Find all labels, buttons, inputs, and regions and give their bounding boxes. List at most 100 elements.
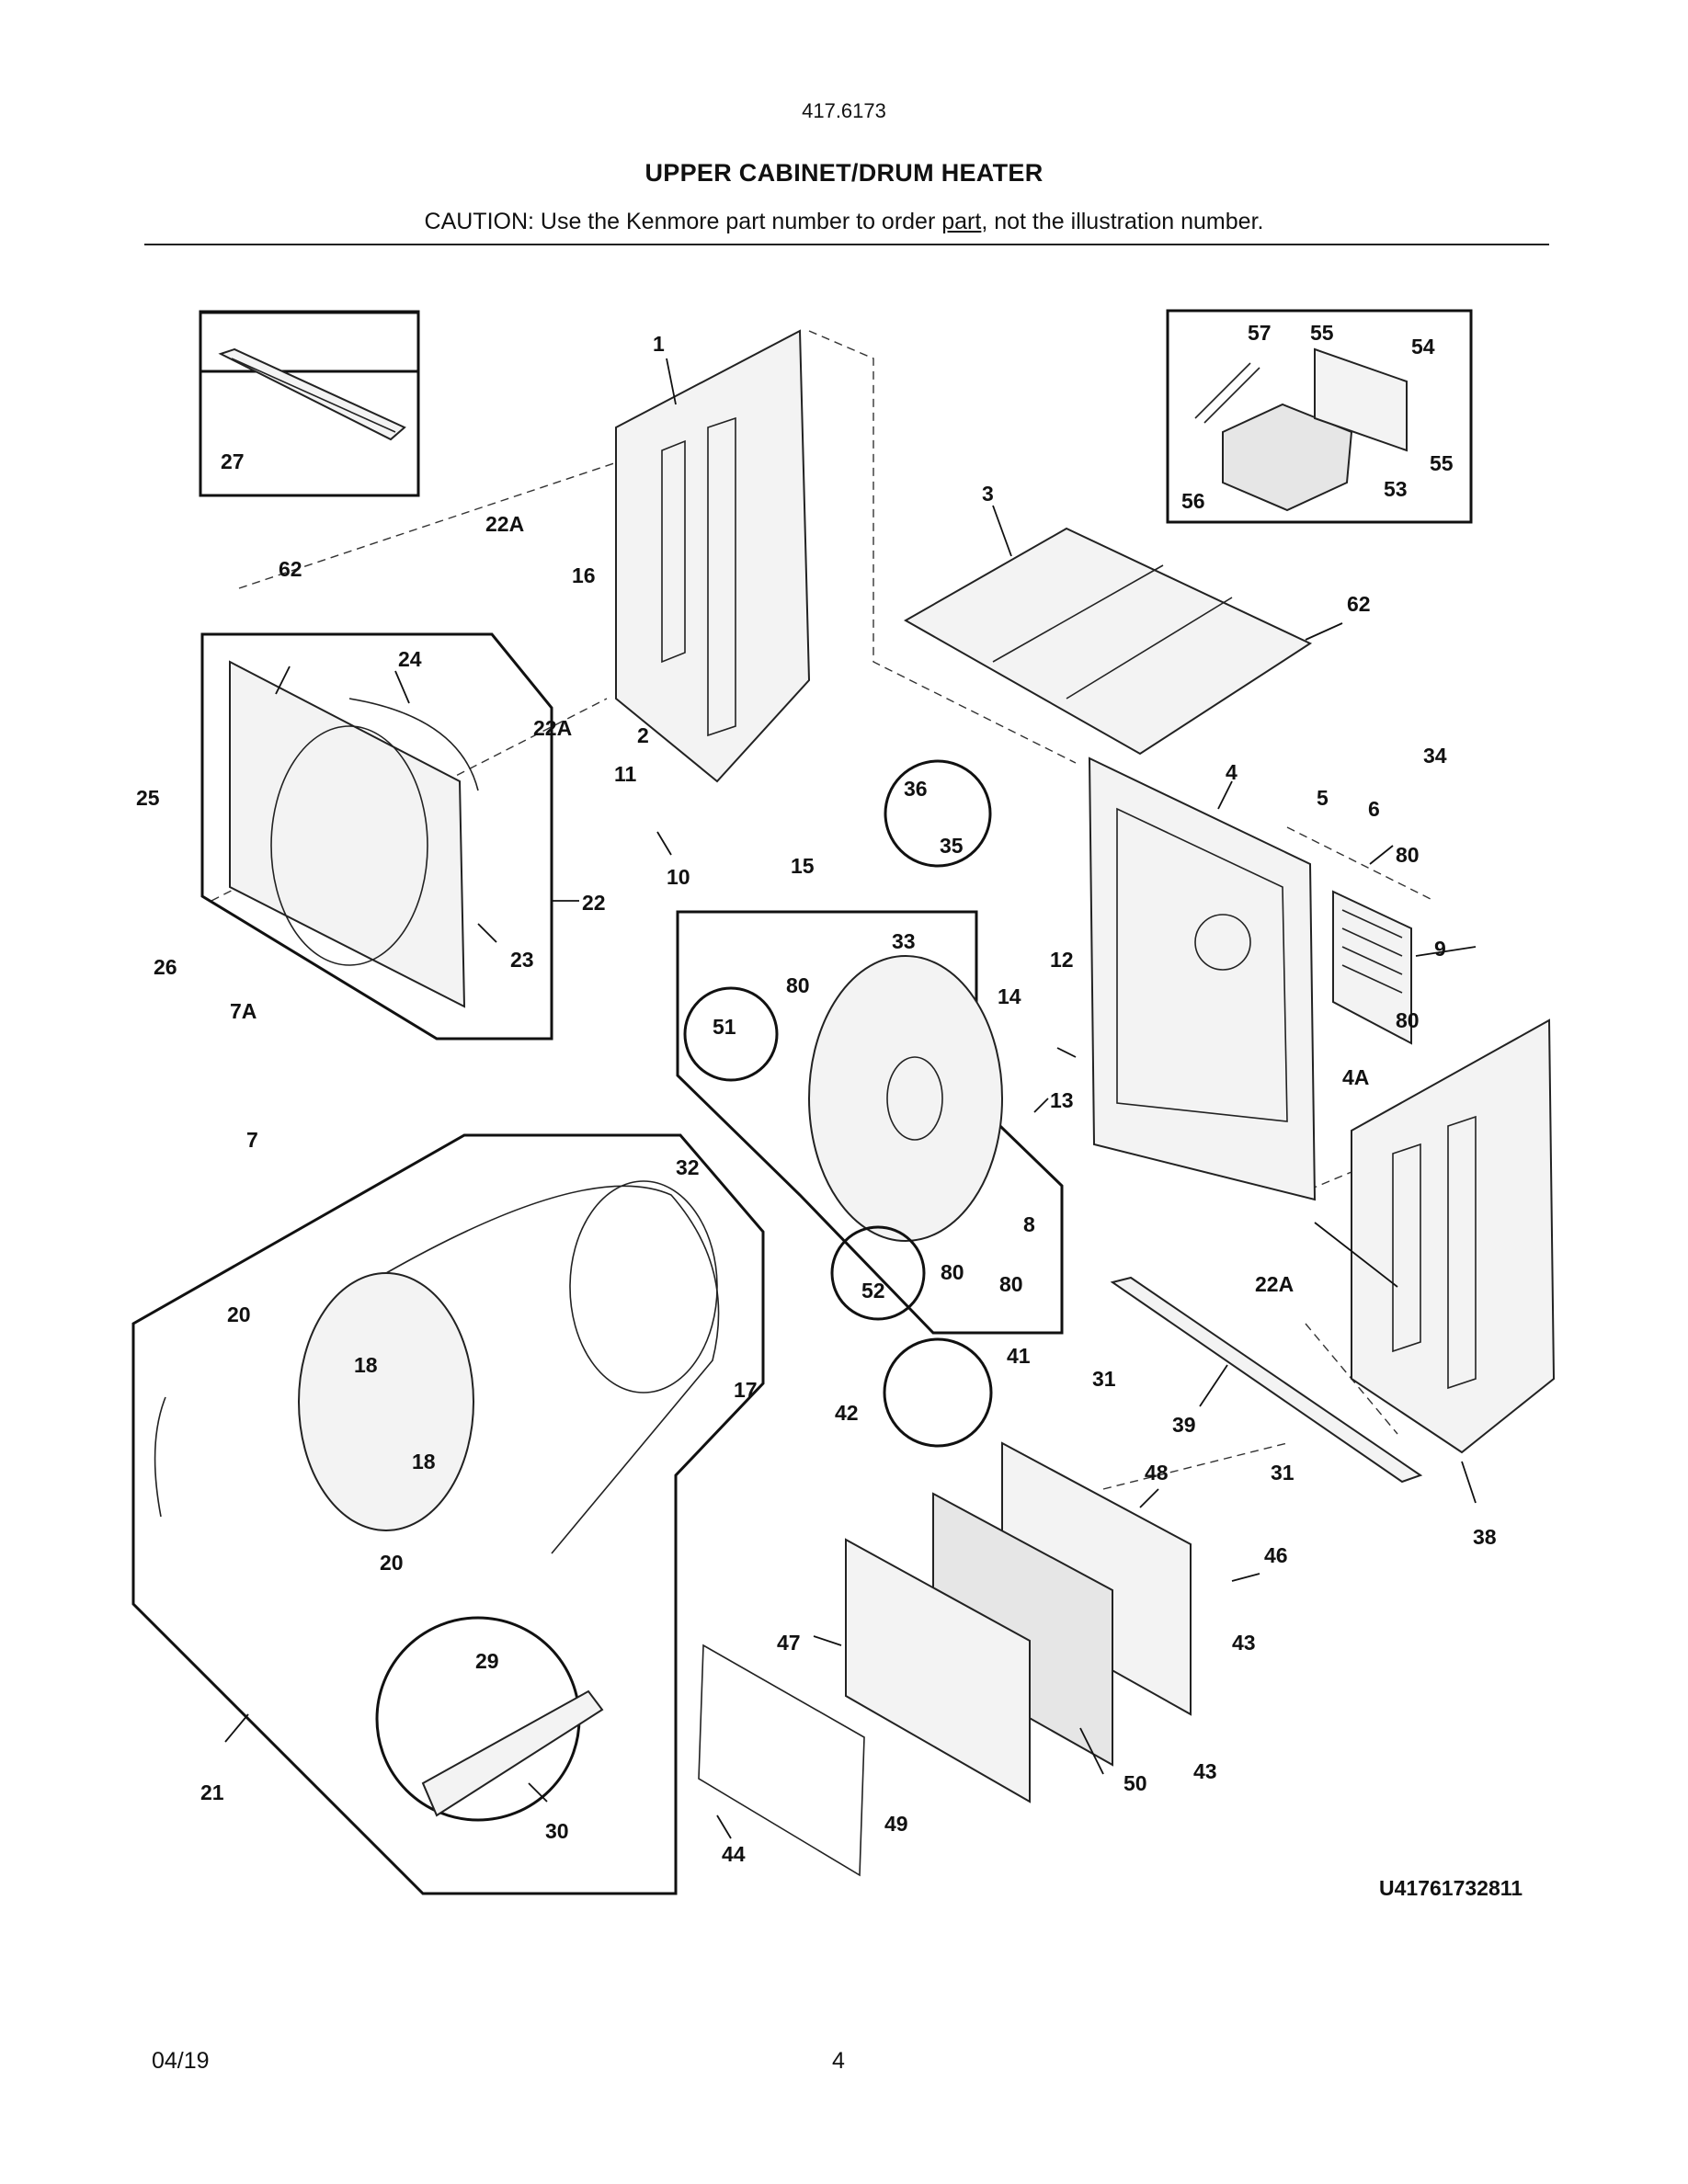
callout-8: 8 [1023,1212,1035,1236]
callout-26: 26 [154,955,177,979]
callout-16: 16 [572,563,596,587]
callout-9: 9 [1434,937,1446,961]
control-board-parts [1194,347,1408,512]
callout-27: 27 [221,449,245,473]
callout-22: 22 [582,891,606,915]
callout-5: 5 [1317,786,1329,810]
callout-53: 53 [1384,477,1408,501]
callout-7: 7 [246,1128,258,1152]
hinge-detail-circle [883,1337,993,1448]
callout-14: 14 [998,984,1021,1008]
heater-inset-frame-15 [676,910,1064,1335]
callout-11: 11 [614,762,637,786]
control-inset-frame [1166,309,1473,524]
callout-20a: 20 [227,1302,251,1326]
callout-47: 47 [777,1631,801,1655]
inset-27-final [199,310,420,497]
callout-21: 21 [200,1780,224,1804]
callout-38: 38 [1473,1525,1497,1549]
callout-32: 32 [676,1155,700,1179]
callout-33: 33 [892,929,916,953]
callout-22a-1: 22A [485,512,524,536]
callout-55a: 55 [1310,321,1334,345]
callout-36: 36 [904,777,928,801]
callout-10: 10 [667,865,690,889]
callout-46: 46 [1264,1543,1288,1567]
front-panel-part-22 [229,660,479,1008]
side-panel-part-1 [615,329,811,783]
callout-31b: 31 [1271,1461,1295,1484]
callout-7a: 7A [230,999,257,1023]
callout-31a: 31 [1092,1367,1116,1391]
caution-link: part [941,209,982,234]
callout-12: 12 [1050,948,1074,972]
callout-80c: 80 [1396,1008,1420,1032]
thermostat-detail-circle [683,986,779,1082]
heater-duct-part-15 [808,955,1003,1242]
callout-56: 56 [1181,489,1205,513]
caution-suffix: , not the illustration number. [981,209,1264,234]
callout-39: 39 [1172,1413,1196,1437]
callout-15: 15 [791,854,815,878]
callout-41: 41 [1007,1344,1031,1368]
callout-80d: 80 [941,1260,964,1284]
callout-3: 3 [982,482,994,506]
callout-2: 2 [637,723,649,747]
drum-inset-frame-21 [131,1133,765,1895]
callout-50: 50 [1123,1771,1147,1795]
callout-labels: 1 3 57 55 54 55 53 56 27 22A 62 16 62 24… [136,321,1523,1900]
door-parts [698,1441,1192,1877]
callout-80b: 80 [786,973,810,997]
callout-35: 35 [940,834,964,858]
model-number: 417.6173 [802,99,886,122]
callout-43a: 43 [1232,1631,1256,1655]
callout-30: 30 [545,1819,569,1843]
callout-18a: 18 [354,1353,378,1377]
callout-80e: 80 [999,1272,1023,1296]
inset-box-27 [199,311,420,373]
drum-seal-part-20 [154,1396,166,1518]
callout-51: 51 [713,1015,736,1039]
lint-filter-part-27 [218,347,406,441]
rear-bulkhead-part-4 [1088,756,1317,1201]
vent-panel-part-9 [1332,890,1412,1045]
callout-80a: 80 [1396,843,1420,867]
callout-23: 23 [510,948,534,972]
drum-part-17 [298,1180,720,1554]
callout-44: 44 [722,1842,746,1866]
callout-62b: 62 [1347,592,1371,616]
fuse-detail-circle [830,1225,926,1321]
callout-13: 13 [1050,1088,1074,1112]
callout-55b: 55 [1430,451,1454,475]
sensor-detail-circle [884,759,992,868]
callout-49: 49 [884,1812,908,1836]
callout-42: 42 [835,1401,859,1425]
callout-17: 17 [734,1378,758,1402]
callout-54: 54 [1411,335,1435,358]
caution-prefix: CAUTION: Use the Kenmore part number to … [424,209,942,234]
page-title: UPPER CABINET/DRUM HEATER [644,159,1044,187]
baffle-part-30 [421,1689,604,1817]
caution-note: CAUTION: Use the Kenmore part number to … [0,209,1688,235]
page-number: 4 [832,2048,845,2074]
rail-part-39 [1110,1276,1423,1484]
callout-48: 48 [1145,1461,1169,1484]
callout-43b: 43 [1193,1759,1217,1783]
callout-20b: 20 [380,1551,404,1575]
door-gasket-44 [698,1644,865,1877]
callout-4: 4 [1226,760,1237,784]
callout-52: 52 [861,1279,885,1302]
diagram-code: U41761732811 [1379,1876,1523,1900]
header-rule [144,244,1549,245]
callout-34: 34 [1423,744,1447,768]
leader-lines [224,358,1477,1839]
callout-6: 6 [1368,797,1380,821]
top-panel-part-3 [903,527,1313,756]
callout-22a-3: 22A [1255,1272,1294,1296]
callout-25: 25 [136,786,160,810]
footer-date: 04/19 [152,2048,210,2074]
side-panel-part-38 [1351,1018,1556,1454]
callout-57: 57 [1248,321,1272,345]
front-panel-inset-frame-22 [200,632,553,1041]
